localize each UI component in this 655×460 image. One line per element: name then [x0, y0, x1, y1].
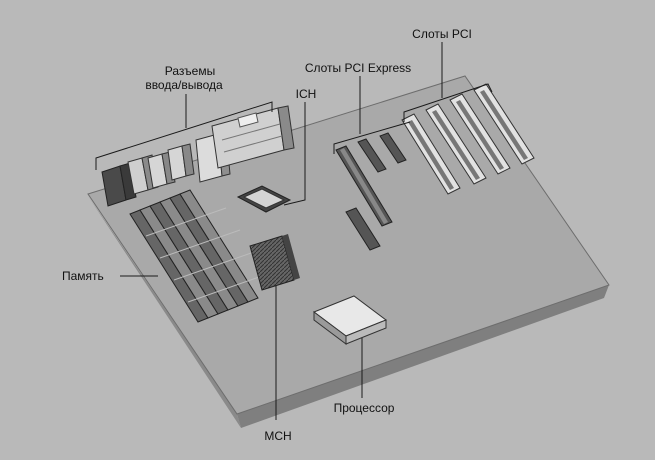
- pci-label: Слоты PCI: [412, 27, 472, 41]
- ich-label: ICH: [296, 87, 317, 101]
- io-label-line1: Разъемы: [165, 64, 215, 78]
- io-bracket: [95, 101, 273, 170]
- cpu-package: [312, 295, 388, 345]
- mch-label: MCH: [264, 429, 291, 443]
- io-label-line2: ввода/вывода: [145, 78, 223, 92]
- pcie-label: Слоты PCI Express: [305, 61, 411, 75]
- callout-lines: [95, 42, 493, 420]
- ich-leader: [283, 102, 306, 206]
- memory-modules: [129, 189, 263, 323]
- pci-slots: [401, 83, 535, 195]
- pcie-slots: [335, 132, 407, 251]
- mch-heatsink: [249, 234, 300, 291]
- memory-label: Память: [62, 269, 104, 283]
- pci-bracket: [403, 83, 493, 122]
- pcie-bracket: [333, 121, 411, 154]
- ich-chip: [236, 185, 292, 213]
- io-connectors: [101, 105, 295, 207]
- cpu-label: Процессор: [334, 401, 395, 415]
